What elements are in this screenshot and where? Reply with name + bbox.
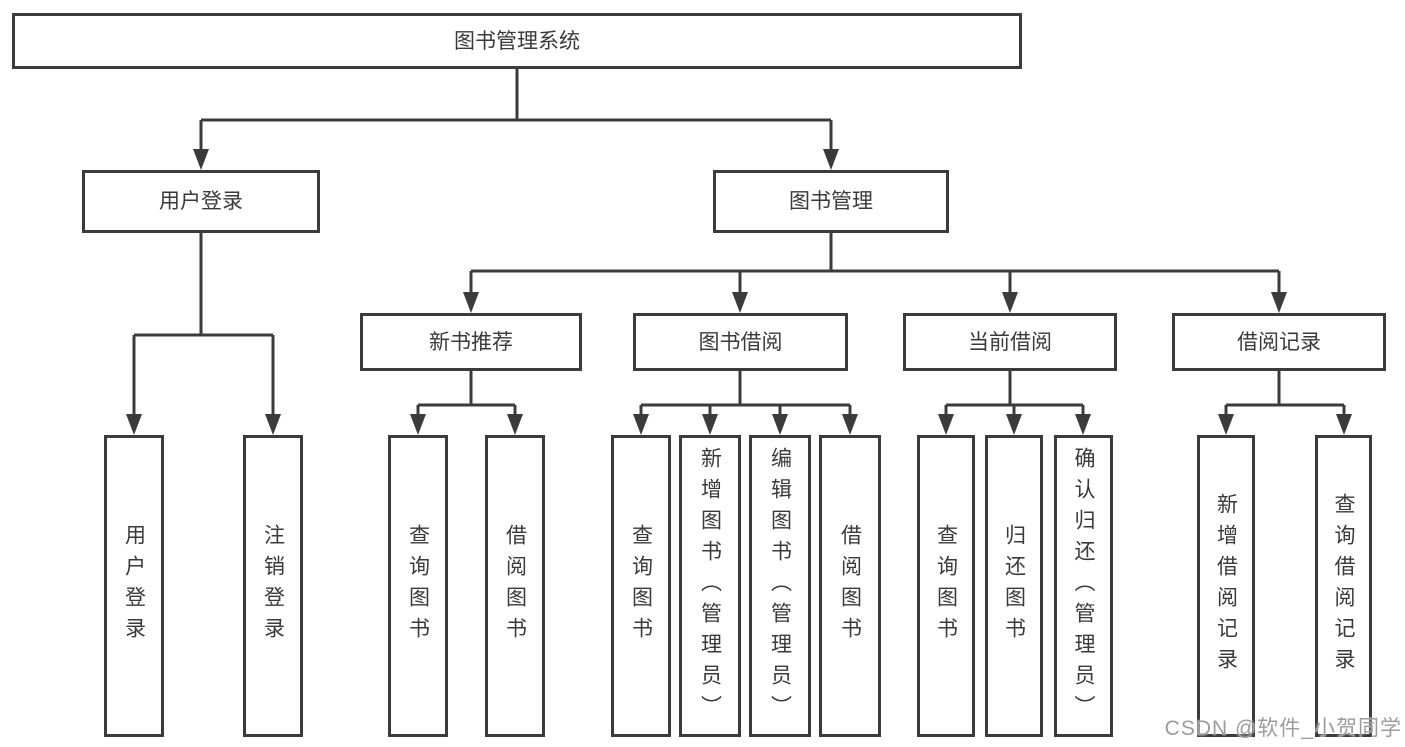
node-current-borrow-label: 当前借阅 <box>968 330 1052 354</box>
leaf-newbook-query-books-label: 查询图书 <box>406 524 430 648</box>
leaf-records-query-record: 查询借阅记录 <box>1315 435 1372 737</box>
node-user-login: 用户登录 <box>82 170 320 233</box>
arrowhead-down-icon <box>732 292 748 313</box>
arrowhead-down-icon <box>842 414 858 435</box>
connector-borrow-records-to-leaves <box>1224 371 1346 417</box>
node-new-book-recommend-label: 新书推荐 <box>429 330 513 354</box>
node-current-borrow: 当前借阅 <box>903 313 1117 371</box>
connector-current-borrow-to-leaves <box>944 371 1085 417</box>
leaf-borrow-borrow-books-label: 借阅图书 <box>838 524 862 648</box>
node-root-label: 图书管理系统 <box>454 29 580 53</box>
arrowhead-down-icon <box>1002 292 1018 313</box>
node-book-management: 图书管理 <box>713 170 949 233</box>
connector-book-borrow-to-leaves <box>639 371 852 417</box>
arrowhead-down-icon <box>702 414 718 435</box>
leaf-logout: 注销登录 <box>243 435 303 737</box>
leaf-records-query-record-label: 查询借阅记录 <box>1332 493 1356 679</box>
leaf-records-add-record-label: 新增借阅记录 <box>1214 493 1238 679</box>
connector-new-book-rec-to-leaves <box>416 371 517 417</box>
node-borrow-records-label: 借阅记录 <box>1237 330 1321 354</box>
leaf-current-return-books-label: 归还图书 <box>1002 524 1026 648</box>
node-user-login-label: 用户登录 <box>159 190 243 213</box>
arrowhead-down-icon <box>410 414 426 435</box>
leaf-borrow-query-books-label: 查询图书 <box>629 524 653 648</box>
connector-user-login-to-leaves <box>132 233 275 417</box>
csdn-watermark: CSDN @软件_小贺同学 <box>1164 717 1402 740</box>
arrowhead-down-icon <box>633 414 649 435</box>
connector-book-mgmt-to-level3 <box>469 233 1281 295</box>
arrowhead-down-icon <box>1006 414 1022 435</box>
arrowhead-down-icon <box>463 292 479 313</box>
leaf-newbook-query-books: 查询图书 <box>388 435 448 737</box>
leaf-current-return-books: 归还图书 <box>985 435 1043 737</box>
arrowhead-down-icon <box>1218 414 1234 435</box>
node-root-system: 图书管理系统 <box>12 13 1022 69</box>
arrowhead-down-icon <box>1075 414 1091 435</box>
connector-root-to-level2 <box>199 69 833 152</box>
arrowhead-down-icon <box>507 414 523 435</box>
node-book-borrow-label: 图书借阅 <box>698 330 783 354</box>
leaf-borrow-add-books-admin-label: 新增图书（管理员） <box>698 446 722 726</box>
arrowhead-down-icon <box>265 414 281 435</box>
leaf-records-add-record: 新增借阅记录 <box>1197 435 1255 737</box>
leaf-current-query-books-label: 查询图书 <box>934 524 958 648</box>
leaf-logout-label: 注销登录 <box>261 524 285 648</box>
leaf-user-login: 用户登录 <box>104 435 164 737</box>
node-new-book-recommend: 新书推荐 <box>360 313 582 371</box>
leaf-newbook-borrow-books-label: 借阅图书 <box>503 524 527 648</box>
leaf-borrow-add-books-admin: 新增图书（管理员） <box>679 435 741 737</box>
leaf-borrow-edit-books-admin: 编辑图书（管理员） <box>749 435 811 737</box>
leaf-borrow-borrow-books: 借阅图书 <box>819 435 881 737</box>
arrowhead-down-icon <box>938 414 954 435</box>
leaf-current-confirm-return-admin-label: 确认归还（管理员） <box>1072 446 1096 726</box>
arrowhead-down-icon <box>772 414 788 435</box>
arrowhead-down-icon <box>1271 292 1287 313</box>
leaf-borrow-query-books: 查询图书 <box>611 435 671 737</box>
leaf-newbook-borrow-books: 借阅图书 <box>485 435 545 737</box>
node-book-borrow: 图书借阅 <box>633 313 848 371</box>
arrowhead-down-icon <box>1336 414 1352 435</box>
arrowhead-down-icon <box>823 149 839 170</box>
node-book-management-label: 图书管理 <box>789 190 873 213</box>
node-borrow-records: 借阅记录 <box>1172 313 1386 371</box>
arrowhead-down-icon <box>193 149 209 170</box>
leaf-borrow-edit-books-admin-label: 编辑图书（管理员） <box>768 446 792 726</box>
arrowhead-down-icon <box>126 414 142 435</box>
leaf-user-login-label: 用户登录 <box>122 524 146 648</box>
leaf-current-query-books: 查询图书 <box>917 435 975 737</box>
leaf-current-confirm-return-admin: 确认归还（管理员） <box>1054 435 1113 737</box>
